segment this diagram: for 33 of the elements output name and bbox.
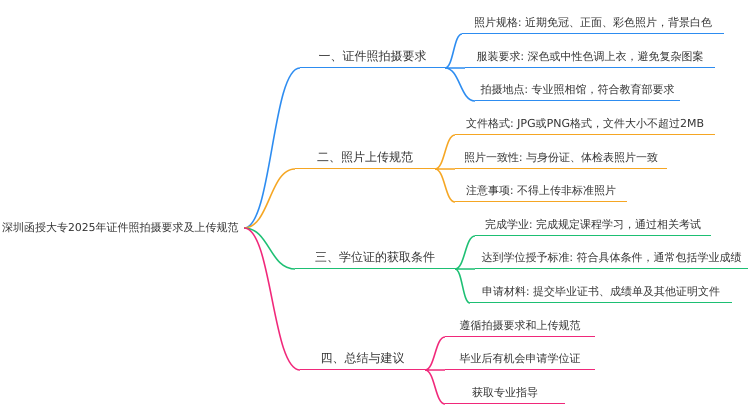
branch-topic: 一、证件照拍摄要求 — [300, 46, 445, 68]
leaf-topic: 照片一致性: 与身份证、体检表照片一致 — [455, 147, 667, 169]
leaf-topic: 注意事项: 不得上传非标准照片 — [455, 180, 627, 202]
branch-connector — [244, 67, 300, 229]
leaf-topic: 服装要求: 深色或中性色调上衣，避免复杂图案 — [465, 46, 715, 68]
branch-connector — [424, 336, 446, 371]
branch-connector — [444, 67, 476, 102]
leaf-topic: 申请材料: 提交毕业证书、成绩单及其他证明文件 — [470, 281, 732, 303]
leaf-topic: 毕业后有机会申请学位证 — [445, 348, 595, 370]
branch-connector — [455, 268, 475, 270]
leaf-topic: 文件格式: JPG或PNG格式，文件大小不超过2MB — [455, 113, 715, 135]
leaf-topic: 完成学业: 完成规定课程学习，通过相关考试 — [475, 214, 711, 236]
branch-topic: 三、学位证的获取条件 — [295, 247, 455, 269]
branch-connector — [244, 227, 300, 371]
leaf-topic: 照片规格: 近期免冠、正面、彩色照片，背景白色 — [462, 12, 724, 34]
branch-connector — [434, 134, 456, 170]
branch-connector — [454, 268, 470, 304]
leaf-topic: 获取专业指导 — [445, 382, 565, 404]
branch-connector — [434, 168, 456, 203]
branch-connector — [445, 67, 465, 69]
branch-connector — [424, 369, 446, 405]
leaf-topic: 拍摄地点: 专业照相馆，符合教育部要求 — [475, 79, 680, 101]
central-topic: 深圳函授大专2025年证件照拍摄要求及上传规范 — [2, 217, 240, 239]
branch-connector — [244, 227, 296, 270]
branch-connector — [454, 235, 476, 270]
leaf-topic: 达到学位授予标准: 符合具体条件，通常包括学业成绩 — [475, 247, 748, 269]
branch-connector — [244, 168, 296, 229]
branch-connector — [444, 33, 462, 69]
leaf-topic: 遵循拍摄要求和上传规范 — [445, 315, 595, 337]
branch-connector — [425, 369, 445, 371]
branch-topic: 四、总结与建议 — [300, 348, 425, 370]
branch-connector — [435, 168, 455, 170]
branch-topic: 二、照片上传规范 — [295, 147, 435, 169]
